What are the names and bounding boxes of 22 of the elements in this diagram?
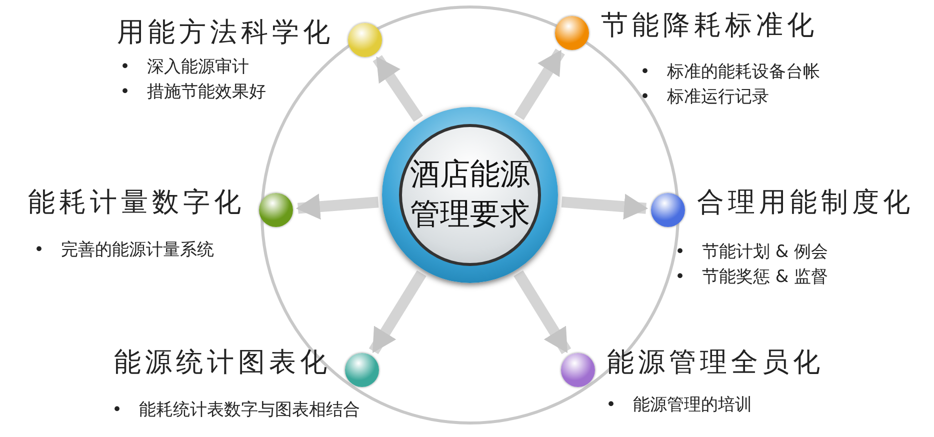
- heading: 能耗计量数字化: [28, 186, 245, 220]
- arrow: [368, 270, 426, 354]
- arrow: [561, 194, 648, 220]
- bullet-item: • 深入能源审计: [120, 56, 250, 79]
- bullet-item: • 完善的能源计量系统: [34, 239, 214, 262]
- title-text: 酒店能源管理要求: [409, 156, 531, 234]
- arrow: [514, 270, 572, 354]
- bullet-item: • 措施节能效果好: [120, 81, 266, 104]
- heading: 节能降耗标准化: [601, 9, 818, 43]
- bullet-item: • 节能奖惩 & 监督: [675, 266, 828, 289]
- bullet-item: • 能源管理的培训: [606, 394, 752, 417]
- arrow: [372, 55, 423, 122]
- heading: 合理用能制度化: [697, 186, 914, 220]
- bullet-item: • 节能计划 & 例会: [675, 241, 828, 264]
- bullet-item: • 标准的能耗设备台帐: [640, 61, 820, 84]
- bullet-item: • 标准运行记录: [640, 86, 770, 109]
- heading: 用能方法科学化: [117, 16, 334, 50]
- heading: 能源统计图表化: [114, 346, 331, 380]
- bullet-item: • 能耗统计表数字与图表相结合: [112, 399, 360, 422]
- arrow: [514, 48, 565, 120]
- arrow: [296, 194, 379, 220]
- heading: 能源管理全员化: [607, 346, 824, 380]
